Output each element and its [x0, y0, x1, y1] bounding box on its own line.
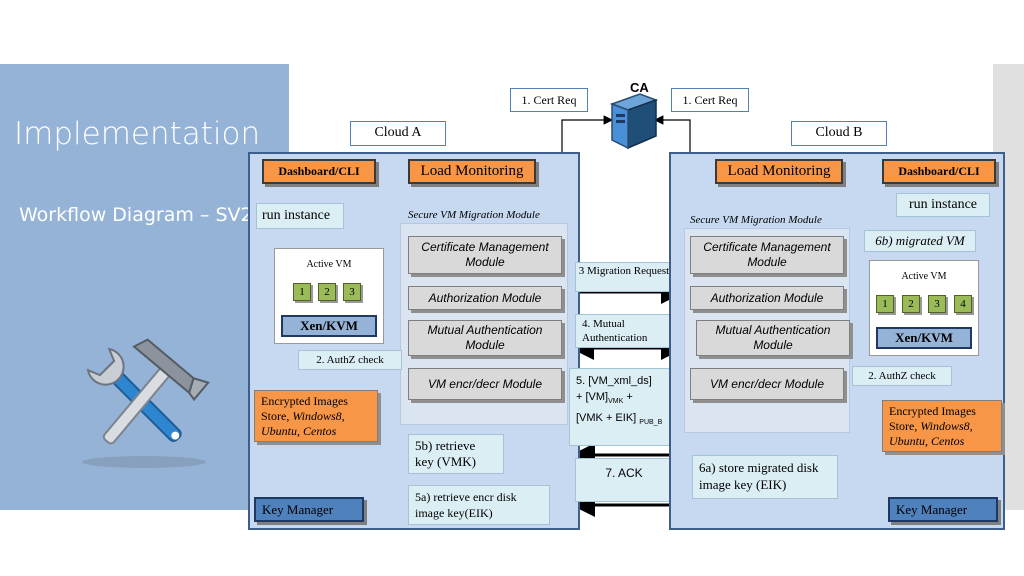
ca-label: CA [630, 80, 649, 95]
cloud-b-images-store-text: Encrypted Images Store, [889, 404, 976, 433]
cloud-b-run-instance: run instance [896, 193, 990, 217]
transfer-line1: 5. [VM_xml_ds] [576, 375, 652, 387]
migration-request-label: 3 Migration Request [575, 262, 673, 292]
cloud-b-cert-module[interactable]: Certificate Management Module [690, 236, 844, 274]
ack-label: 7. ACK [575, 458, 673, 502]
cloud-b-authz-check: 2. AuthZ check [852, 366, 952, 386]
cloud-b-key-manager[interactable]: Key Manager [888, 497, 998, 522]
cloud-a-label: Cloud A [350, 121, 446, 146]
cloud-b-images-store: Encrypted Images Store, Windows8, Ubuntu… [882, 400, 1002, 452]
cloud-b-store-key: 6a) store migrated disk image key (EIK) [692, 455, 838, 499]
cloud-a-load-monitoring[interactable]: Load Monitoring [408, 159, 536, 184]
cloud-a-vm-1[interactable]: 1 [293, 283, 311, 301]
cloud-b-vm-2[interactable]: 2 [902, 295, 920, 313]
cloud-a-images-store-os1: Windows8, [292, 409, 345, 423]
cloud-b-label: Cloud B [791, 121, 887, 146]
cloud-b-secure-module-label: Secure VM Migration Module [690, 214, 822, 226]
cert-req-left: 1. Cert Req [510, 88, 588, 112]
tools-icon [82, 338, 210, 468]
cloud-b-vm-encr-module[interactable]: VM encr/decr Module [690, 368, 844, 400]
cloud-a-hypervisor: Xen/KVM [281, 315, 377, 337]
cloud-a-vm-2[interactable]: 2 [318, 283, 336, 301]
cloud-a-active-vm-label: Active VM [306, 259, 352, 270]
cloud-b-dashboard[interactable]: Dashboard/CLI [882, 159, 996, 184]
cloud-a-retrieve-key: 5b) retrieve key (VMK) [408, 434, 504, 474]
cloud-b-authz-module[interactable]: Authorization Module [690, 286, 844, 310]
cloud-a-images-store-os2: Ubuntu, Centos [261, 424, 337, 438]
cloud-a-mutual-auth-module[interactable]: Mutual Authentication Module [408, 320, 562, 356]
cloud-b-hypervisor: Xen/KVM [876, 327, 972, 349]
transfer-label: 5. [VM_xml_ds] + [VM]VMK + [VMK + EIK] P… [569, 368, 684, 446]
cloud-a-images-store: Encrypted Images Store, Windows8, Ubuntu… [254, 390, 378, 442]
slide-title: Implementation [14, 116, 261, 152]
cloud-a-dashboard[interactable]: Dashboard/CLI [262, 159, 376, 184]
slide-subtitle: Workflow Diagram – SV2M [19, 204, 269, 226]
cloud-a-authz-module[interactable]: Authorization Module [408, 286, 562, 310]
cloud-a-run-instance: run instance [256, 203, 344, 229]
cloud-a-key-manager[interactable]: Key Manager [254, 497, 364, 522]
title-panel [0, 64, 289, 510]
cloud-a-vm-encr-module[interactable]: VM encr/decr Module [408, 368, 562, 400]
server-icon [609, 93, 659, 150]
cloud-b-active-vm-label: Active VM [901, 271, 947, 282]
cloud-b-migrated-vm: 6b) migrated VM [864, 230, 976, 252]
cloud-b-mutual-auth-module[interactable]: Mutual Authentication Module [696, 320, 850, 356]
cloud-a-active-vm-panel: Active VM 1 2 3 Xen/KVM [274, 248, 384, 344]
transfer-line2: + [VM]VMK + [576, 391, 633, 406]
cloud-a-vm-3[interactable]: 3 [343, 283, 361, 301]
cloud-a-secure-module-label: Secure VM Migration Module [408, 209, 540, 221]
cloud-a-authz-check: 2. AuthZ check [298, 350, 402, 370]
cloud-b-images-store-os2: Ubuntu, Centos [889, 434, 965, 448]
cloud-b-vm-1[interactable]: 1 [876, 295, 894, 313]
cloud-a-cert-module[interactable]: Certificate Management Module [408, 236, 562, 274]
cloud-b-vm-4[interactable]: 4 [954, 295, 972, 313]
cloud-b-images-store-os1: Windows8, [920, 419, 973, 433]
cloud-a-retrieve-encr: 5a) retrieve encr disk image key(EIK) [408, 485, 550, 525]
cloud-b-active-vm-panel: Active VM 1 2 3 4 Xen/KVM [869, 260, 979, 356]
cert-req-right: 1. Cert Req [671, 88, 749, 112]
cloud-b-vm-3[interactable]: 3 [928, 295, 946, 313]
transfer-line3: [VMK + EIK] PUB_B [576, 412, 663, 427]
cloud-b-load-monitoring[interactable]: Load Monitoring [715, 159, 843, 184]
mutual-auth-label: 4. Mutual Authentication [575, 314, 673, 348]
cloud-a-images-store-text: Encrypted Images Store, [261, 394, 348, 423]
